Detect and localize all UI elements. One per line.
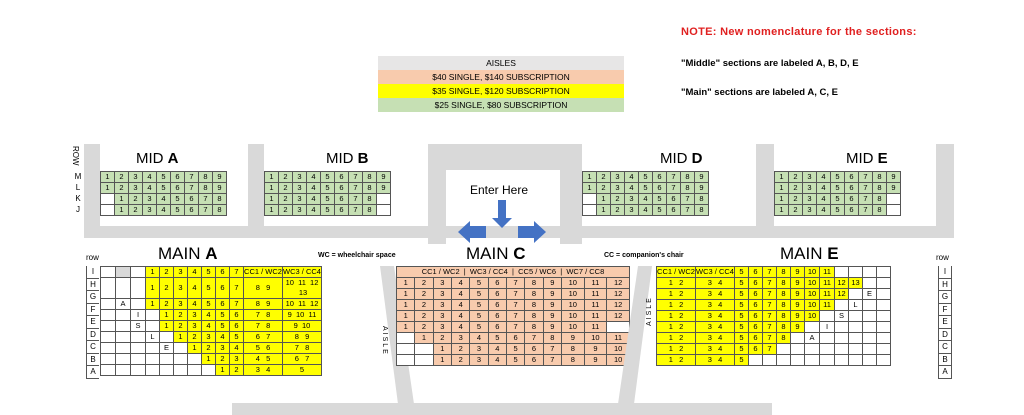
mid-a-title: MID A [136,150,179,167]
main-a-title: MAIN A [158,244,218,263]
note-main-sections: "Main" sections are labeled A, C, E [681,87,839,98]
note-title: NOTE: New nomenclature for the sections: [681,26,917,38]
aisle-left-label: AISLE [381,326,388,356]
price-legend: AISLES $40 SINGLE, $140 SUBSCRIPTION $35… [378,56,624,112]
entrance-arrows-icon [458,200,546,243]
aisle-right-diagonal [618,266,652,404]
aisle-mid-de [756,144,774,236]
row-label-right-header: row [936,253,949,262]
wheelchair-note: WC = wheelchair space [318,252,396,259]
note-middle-sections: "Middle" sections are labeled A, B, D, E [681,58,859,69]
legend-tier-25: $25 SINGLE, $80 SUBSCRIPTION [378,98,624,112]
main-e-title: MAIN E [780,244,839,263]
aisle-mid-ab [248,144,264,236]
mid-e-title: MID E [846,150,888,167]
aisle-left-edge [84,144,100,236]
legend-aisles: AISLES [378,56,624,70]
aisle-right-label: AISLE [646,296,653,326]
companion-note: CC = companion's chair [604,252,684,259]
legend-tier-40: $40 SINGLE, $140 SUBSCRIPTION [378,70,624,84]
aisle-right-edge [936,144,954,236]
main-c-title: MAIN C [466,244,526,263]
enter-here-label: Enter Here [470,183,529,197]
row-header-vertical: ROW [71,146,80,166]
front-aisle [232,403,772,415]
main-c-seats: CC1 / WC2 | WC3 / CC4 | CC5 / WC6 | WC7 … [395,266,630,366]
legend-tier-35: $35 SINGLE, $120 SUBSCRIPTION [378,84,624,98]
main-row-labels-right: I H G F E D C B A [938,266,952,379]
row-label-left-header: row [86,253,99,262]
mid-row-labels-left: M L K J [74,172,82,214]
mid-d-title: MID D [660,150,703,167]
mid-b-title: MID B [326,150,369,167]
main-row-labels-left: I H G F E D C B A [86,266,99,379]
